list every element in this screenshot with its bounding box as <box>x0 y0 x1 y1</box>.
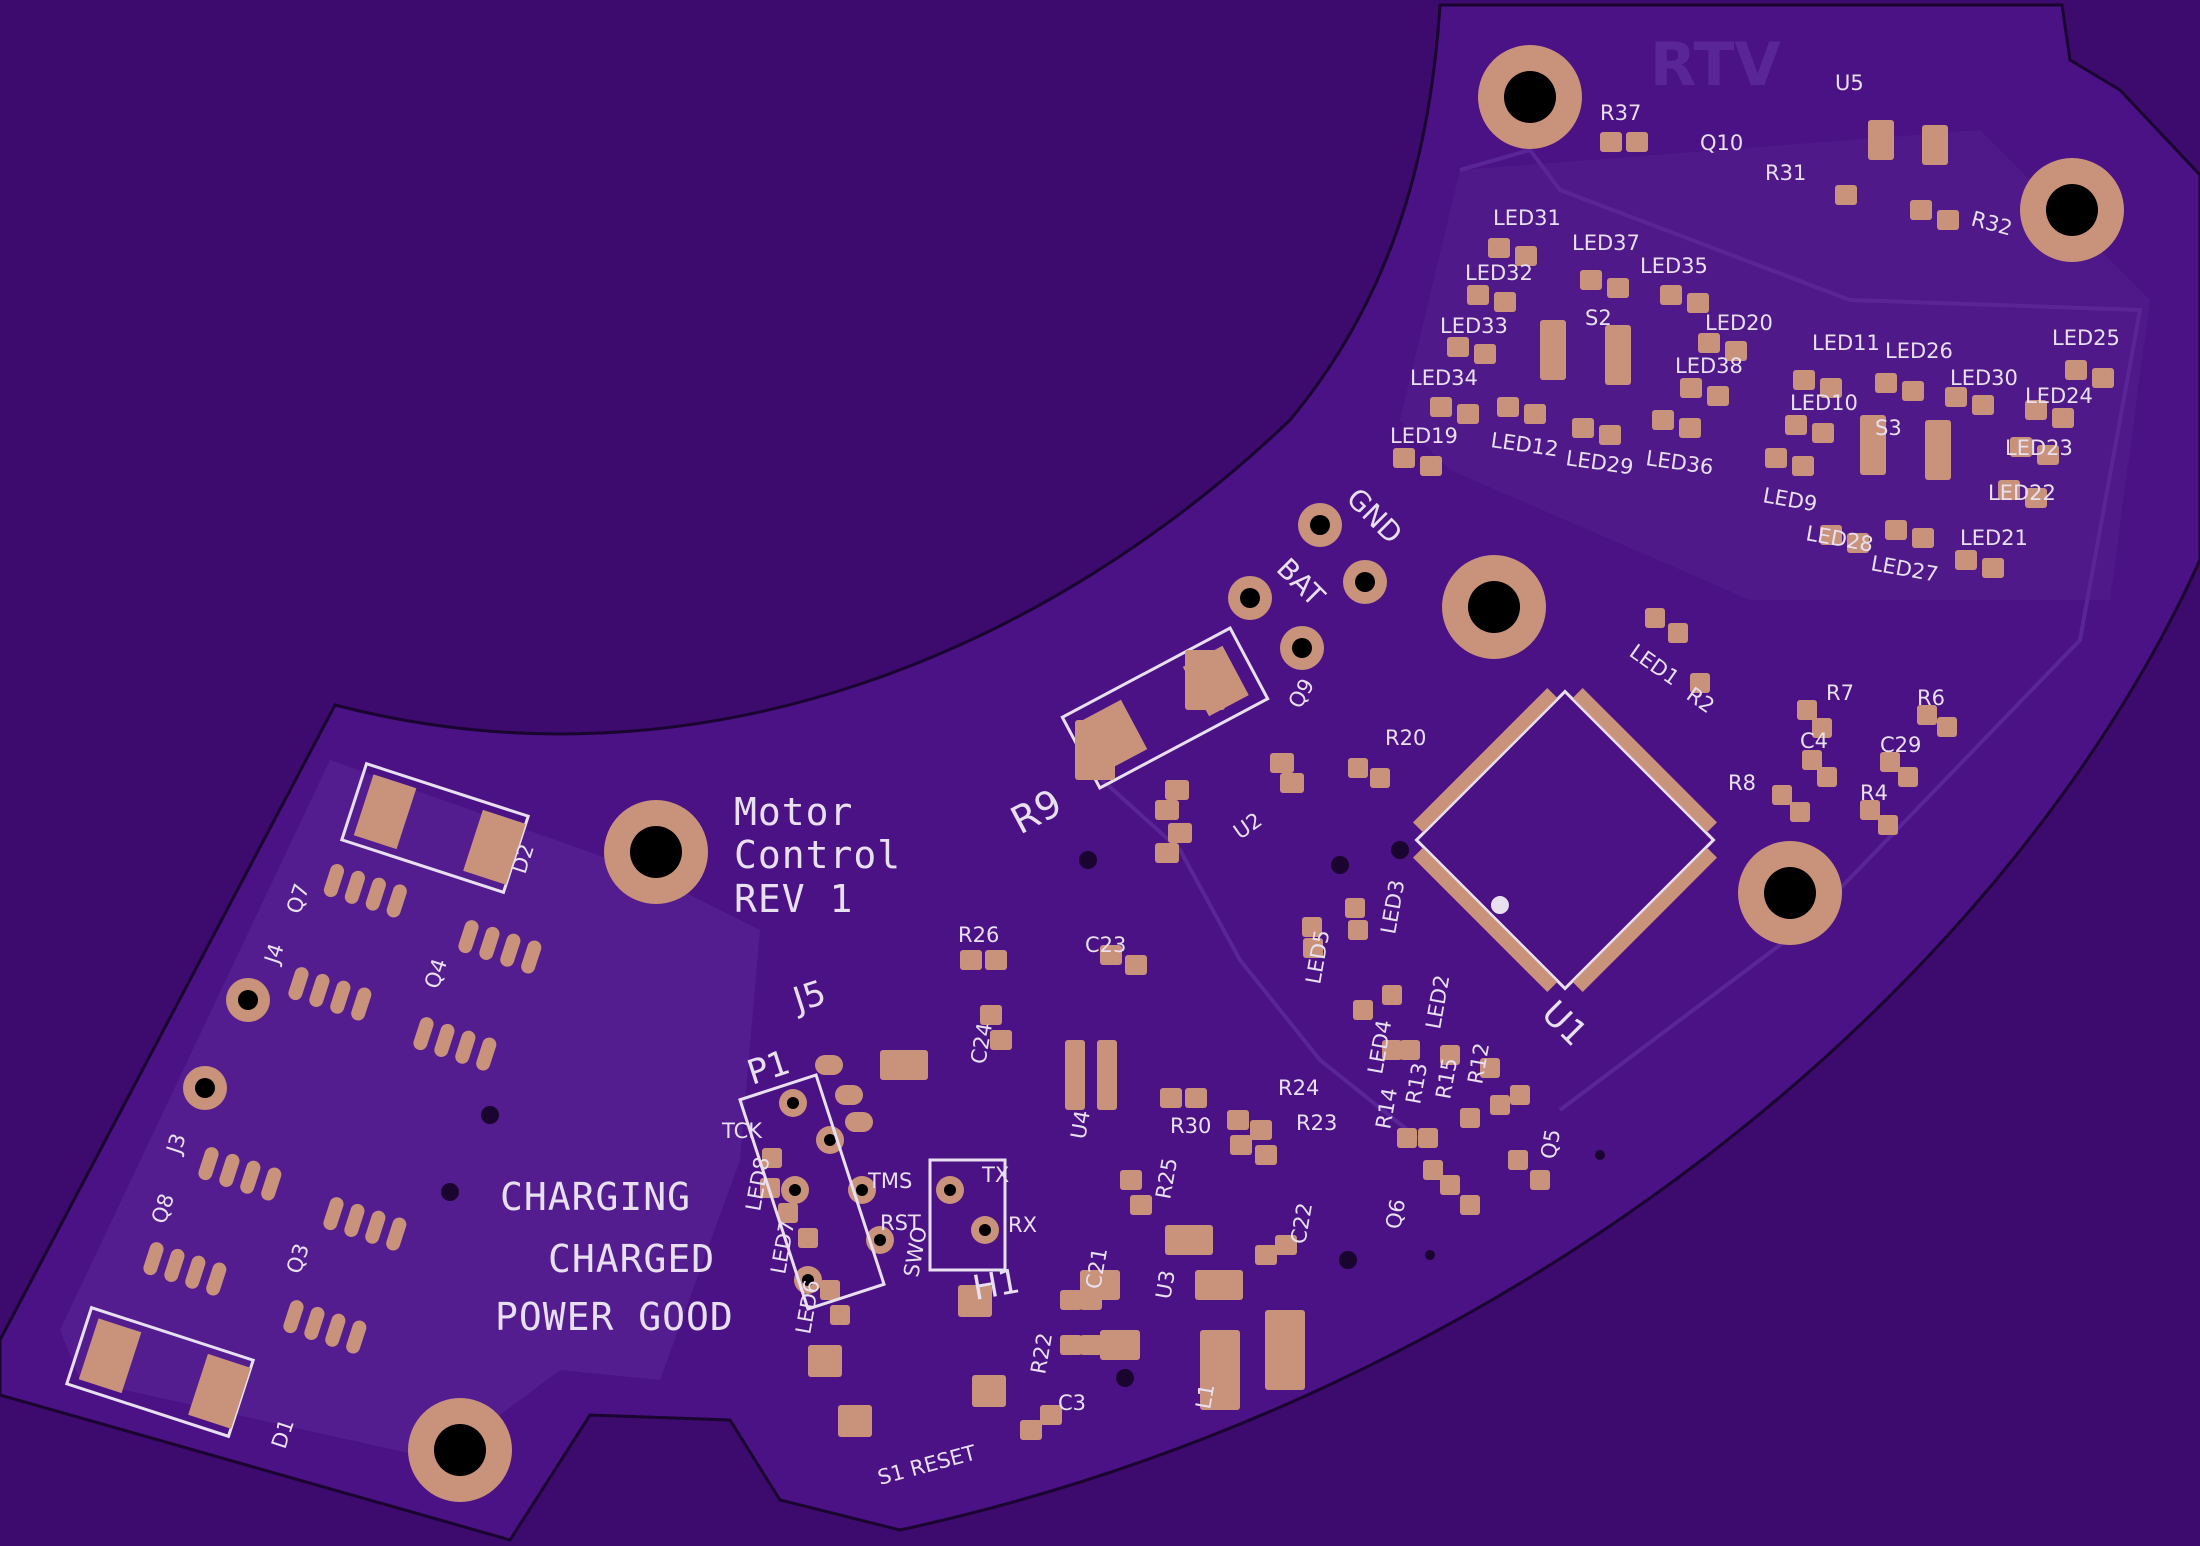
svg-text:S2: S2 <box>1585 306 1612 330</box>
svg-text:C4: C4 <box>1800 729 1828 753</box>
svg-text:R8: R8 <box>1728 771 1756 795</box>
logo-rtv: RTV <box>1650 30 1781 100</box>
svg-text:R37: R37 <box>1600 101 1641 125</box>
svg-text:LED22: LED22 <box>1988 481 2056 505</box>
u1-qfp-chip <box>1412 687 1718 993</box>
svg-text:H1: H1 <box>970 1261 1023 1309</box>
svg-text:Q10: Q10 <box>1700 131 1743 155</box>
svg-text:Q5: Q5 <box>1536 1127 1565 1161</box>
svg-text:U3: U3 <box>1151 1268 1180 1300</box>
svg-text:R23: R23 <box>1296 1111 1337 1135</box>
svg-text:C23: C23 <box>1085 933 1126 957</box>
svg-text:LED31: LED31 <box>1493 206 1561 230</box>
svg-text:TMS: TMS <box>867 1169 912 1193</box>
svg-text:LED11: LED11 <box>1812 331 1880 355</box>
board-title-line3: REV 1 <box>734 877 853 921</box>
svg-text:L1: L1 <box>1191 1382 1219 1411</box>
svg-text:R20: R20 <box>1385 726 1426 750</box>
svg-text:LED25: LED25 <box>2052 326 2120 350</box>
trace-center <box>1078 758 1422 1142</box>
svg-text:LED24: LED24 <box>2025 384 2093 408</box>
svg-text:LED37: LED37 <box>1572 231 1640 255</box>
svg-text:R30: R30 <box>1170 1114 1211 1138</box>
through-hole-pads <box>183 503 1387 1294</box>
vias <box>441 841 1605 1387</box>
svg-text:TX: TX <box>981 1163 1009 1187</box>
svg-text:LED20: LED20 <box>1705 311 1773 335</box>
svg-text:R26: R26 <box>958 923 999 947</box>
svg-text:RST: RST <box>880 1211 921 1235</box>
svg-text:R7: R7 <box>1826 681 1854 705</box>
label-power-good: POWER GOOD <box>495 1295 734 1339</box>
svg-text:LED38: LED38 <box>1675 354 1743 378</box>
svg-text:LED33: LED33 <box>1440 314 1508 338</box>
svg-text:LED26: LED26 <box>1885 339 1953 363</box>
svg-text:LED35: LED35 <box>1640 254 1708 278</box>
svg-text:LED34: LED34 <box>1410 366 1478 390</box>
svg-text:R31: R31 <box>1765 161 1806 185</box>
svg-text:Q6: Q6 <box>1381 1197 1410 1231</box>
trace-outer-arc <box>1459 147 2143 1112</box>
svg-text:U5: U5 <box>1835 71 1864 95</box>
svg-text:LED19: LED19 <box>1390 424 1458 448</box>
svg-text:U4: U4 <box>1066 1108 1095 1140</box>
label-charged: CHARGED <box>548 1237 715 1281</box>
board-title-line2: Control <box>734 833 901 877</box>
svg-text:RX: RX <box>1008 1213 1037 1237</box>
svg-text:S3: S3 <box>1875 416 1902 440</box>
svg-text:LED23: LED23 <box>2005 436 2073 460</box>
smd-pads <box>64 120 2114 1440</box>
label-charging: CHARGING <box>500 1175 691 1219</box>
svg-text:LED10: LED10 <box>1790 391 1858 415</box>
copper-pour-top-right <box>1400 130 2150 600</box>
svg-text:TCK: TCK <box>721 1119 763 1143</box>
svg-text:R4: R4 <box>1860 781 1888 805</box>
svg-text:C29: C29 <box>1880 733 1921 757</box>
svg-text:R6: R6 <box>1917 686 1945 710</box>
svg-text:LED32: LED32 <box>1465 261 1533 285</box>
svg-text:LED21: LED21 <box>1960 526 2028 550</box>
copper-pour-left <box>60 760 760 1460</box>
svg-text:R24: R24 <box>1278 1076 1319 1100</box>
svg-text:LED30: LED30 <box>1950 366 2018 390</box>
mounting-holes <box>408 45 2124 1502</box>
board-title-line1: Motor <box>734 790 853 834</box>
svg-text:C3: C3 <box>1058 1391 1086 1415</box>
